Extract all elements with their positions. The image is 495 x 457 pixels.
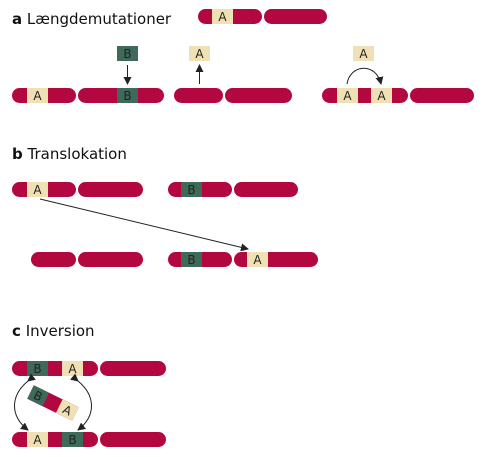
segment-a-label: A bbox=[33, 433, 42, 447]
reference-chromosome: A bbox=[198, 9, 327, 24]
segment-b-label: B bbox=[123, 89, 131, 103]
panel-b-title: b Translokation bbox=[12, 145, 127, 163]
panel-b: b Translokation A B B A bbox=[12, 145, 318, 267]
inverted-fragment: B A bbox=[27, 385, 79, 421]
free-segment-a-label: A bbox=[359, 47, 368, 61]
segment-a-label: A bbox=[33, 89, 42, 103]
segment-a-label: A bbox=[68, 362, 77, 376]
segment-b-label: B bbox=[187, 253, 195, 267]
free-segment-a-label: A bbox=[195, 47, 204, 61]
inversion-arrow-right bbox=[70, 373, 92, 431]
duplication-example: A A A bbox=[322, 46, 474, 103]
segment-b-label: B bbox=[187, 183, 195, 197]
free-segment-b-label: B bbox=[123, 47, 131, 61]
segment-a-label: A bbox=[33, 183, 42, 197]
segment-a-label: A bbox=[343, 89, 352, 103]
inversion-arrow-left bbox=[14, 373, 36, 431]
panel-c: c Inversion B A B A A B bbox=[12, 322, 166, 447]
segment-b-label: B bbox=[33, 362, 41, 376]
panel-a: a Længdemutationer A A B B A bbox=[12, 9, 474, 103]
panel-c-title: c Inversion bbox=[12, 322, 95, 340]
translocation-arrow bbox=[39, 198, 249, 252]
segment-b-label: B bbox=[68, 433, 76, 447]
panel-a-title: a Længdemutationer bbox=[12, 10, 172, 28]
insertion-example: A B B bbox=[12, 46, 164, 103]
deletion-example: A bbox=[174, 46, 292, 103]
segment-a-label: A bbox=[253, 253, 262, 267]
segment-a-label: A bbox=[218, 10, 227, 24]
duplicate-arrow bbox=[346, 67, 384, 85]
duplicated-segment-a-label: A bbox=[377, 89, 386, 103]
